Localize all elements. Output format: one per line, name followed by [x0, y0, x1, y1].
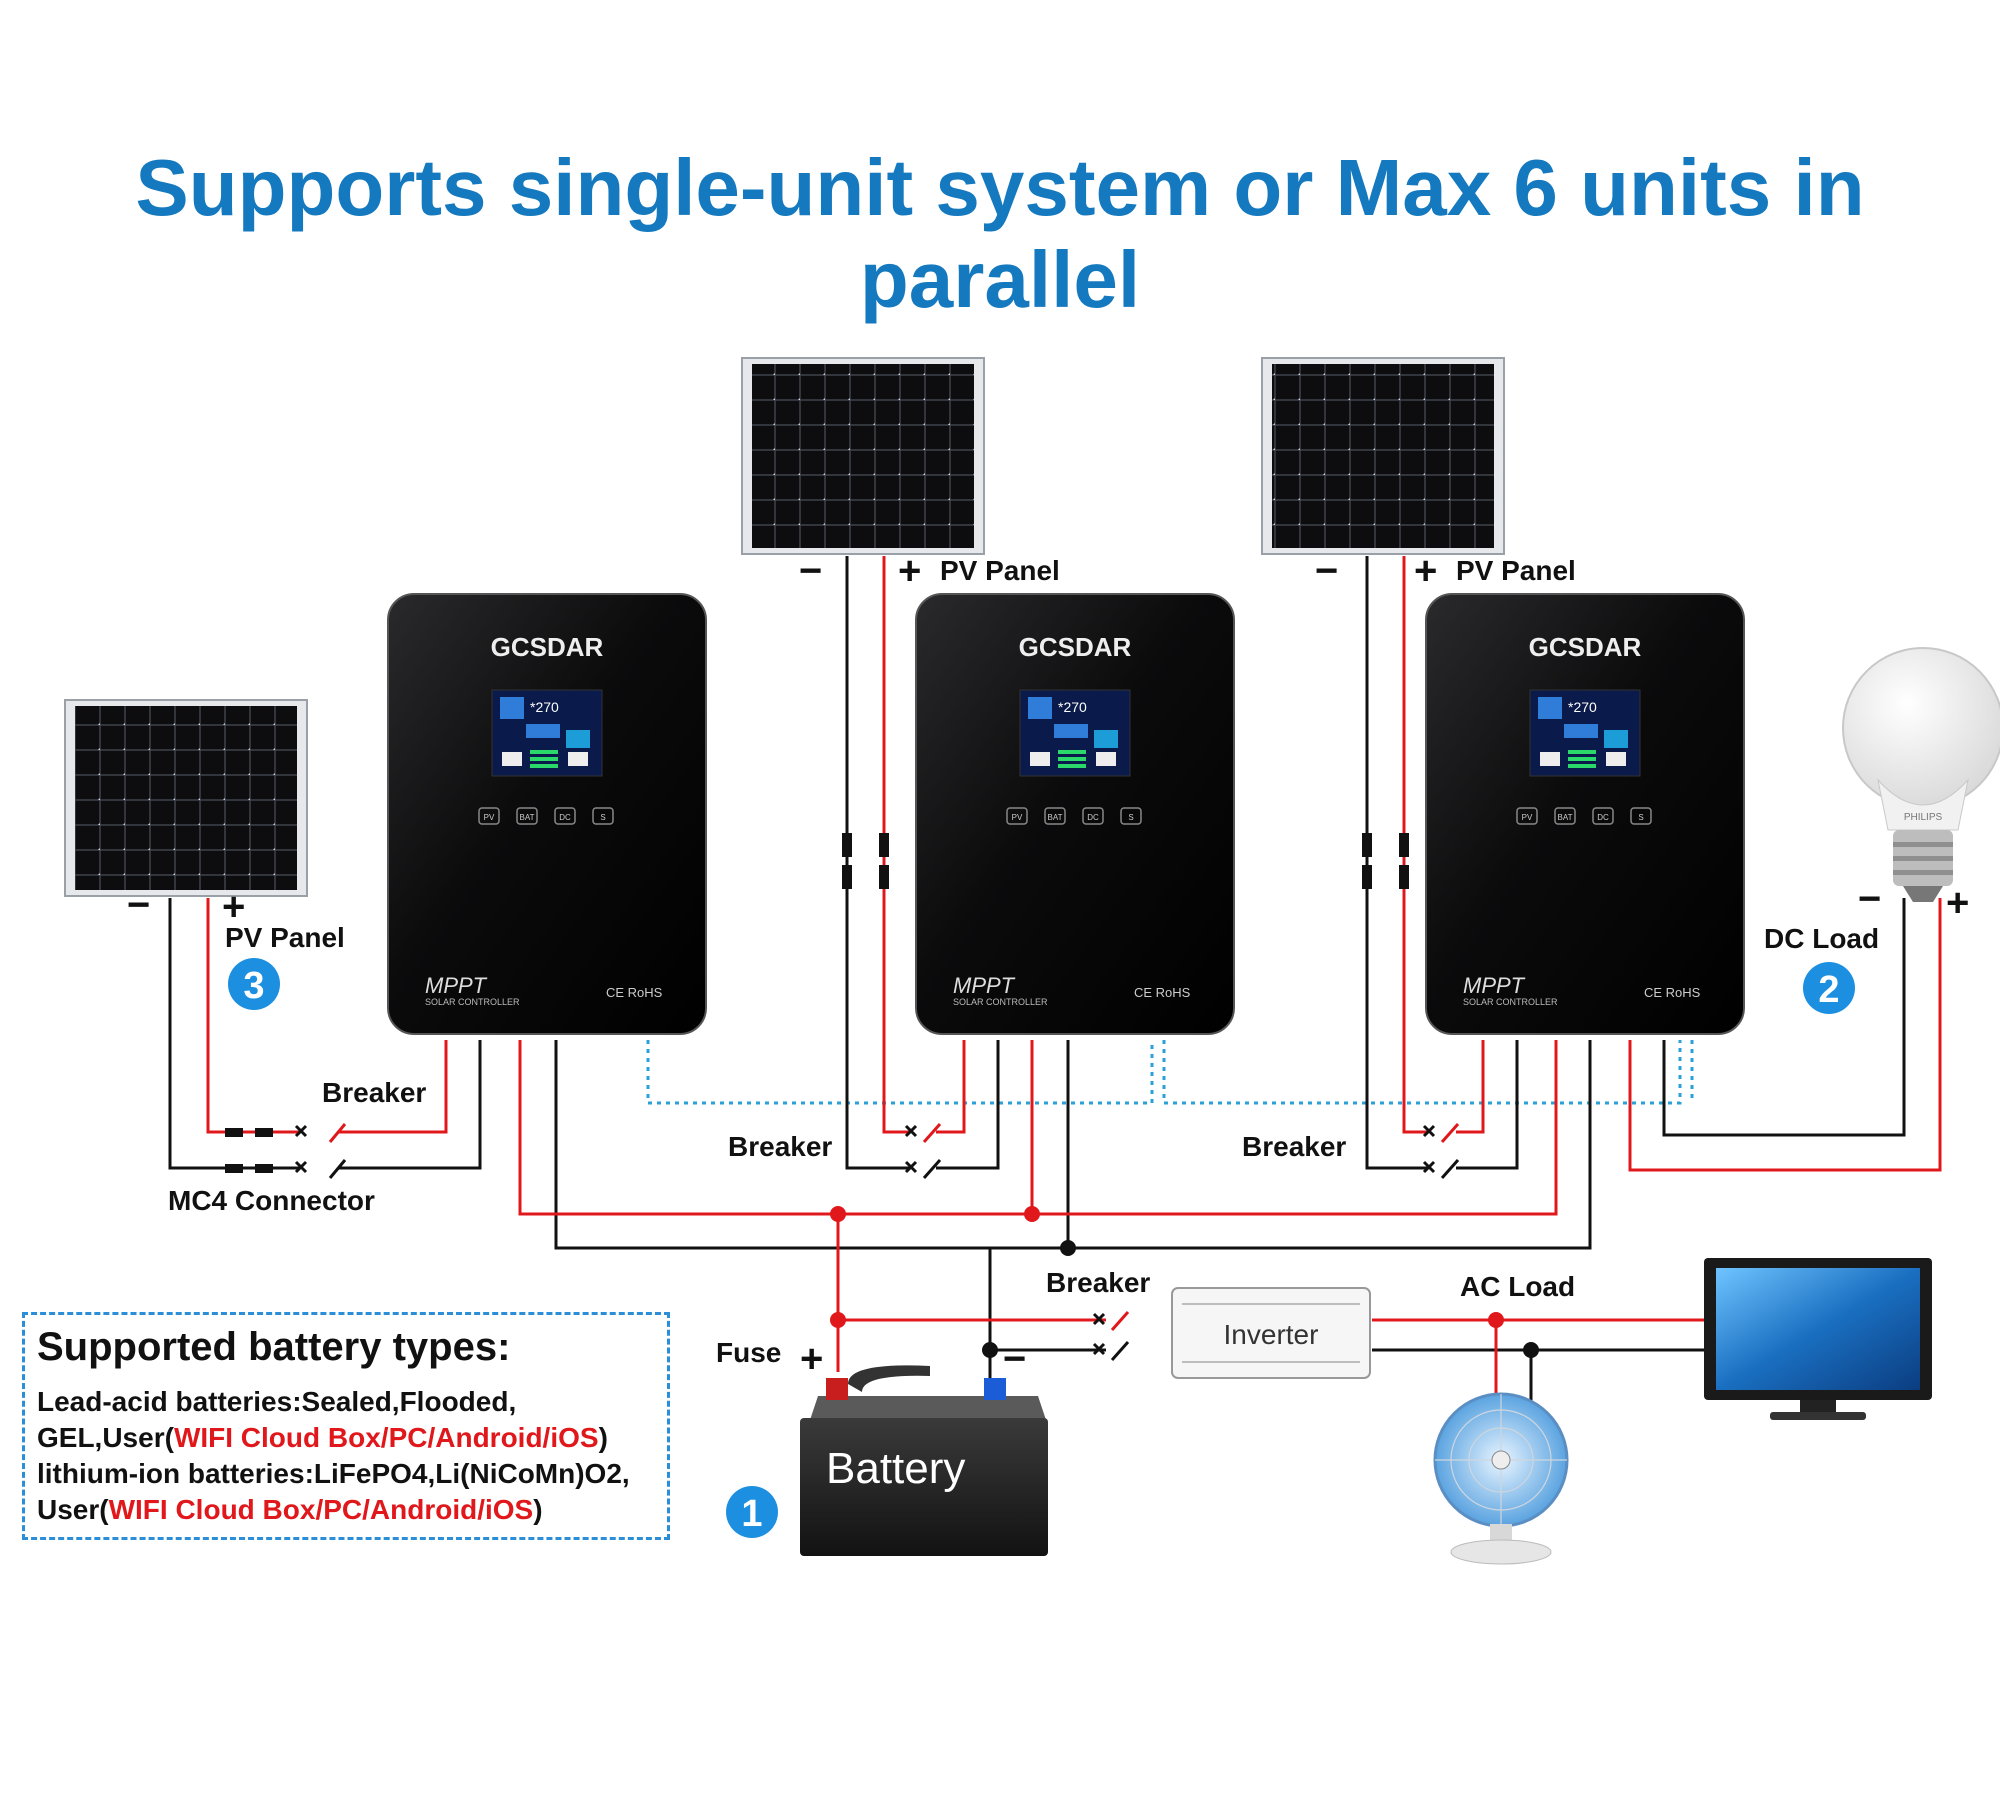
pv-panel-top-1: [741, 357, 985, 555]
pv-panel-label-3: PV Panel: [225, 922, 345, 953]
battery-label: Battery: [826, 1444, 965, 1493]
battery-types-line-2: GEL,User(WIFI Cloud Box/PC/Android/iOS): [37, 1420, 655, 1456]
minus-sign: −: [799, 549, 822, 593]
mc4-connectors: [225, 833, 1409, 1173]
breaker-label-4: Breaker: [1046, 1267, 1150, 1298]
fan-icon: [1433, 1392, 1569, 1565]
controller-brand: GCSDAR: [1019, 632, 1132, 662]
minus-sign: −: [1315, 549, 1338, 593]
page-title: Supports single-unit system or Max 6 uni…: [135, 143, 1865, 324]
breaker-label-3: Breaker: [1242, 1131, 1346, 1162]
mc4-connector-label: MC4 Connector: [168, 1185, 375, 1216]
svg-text:*270: *270: [1058, 699, 1087, 715]
controller-sub: SOLAR CONTROLLER: [1463, 997, 1558, 1007]
svg-text:*270: *270: [1568, 699, 1597, 715]
tv-monitor-icon: [1704, 1258, 1932, 1420]
lithium-user: User(: [37, 1494, 109, 1525]
controller-model: MPPT: [953, 973, 1016, 998]
button-s: S: [600, 813, 605, 822]
light-bulb-icon: PHILIPS: [1842, 647, 2000, 902]
controller-cert: CE RoHS: [606, 985, 663, 1000]
battery-types-line-1: Lead-acid batteries:Sealed,Flooded,: [37, 1386, 517, 1417]
plus-sign: +: [800, 1337, 823, 1381]
bulb-brand: PHILIPS: [1904, 812, 1943, 823]
button-pv: PV: [484, 813, 495, 822]
app-support-text: WIFI Cloud Box/PC/Android/iOS: [108, 1494, 534, 1525]
controller-model: MPPT: [425, 973, 488, 998]
button-s: S: [1128, 813, 1133, 822]
button-s: S: [1638, 813, 1643, 822]
controller-2: GCSDAR *270 PV BAT DC S MPPT SOLAR CONTR…: [915, 593, 1235, 1035]
controller-sub: SOLAR CONTROLLER: [953, 997, 1048, 1007]
breaker-label-1: Breaker: [322, 1077, 426, 1108]
button-pv: PV: [1522, 813, 1533, 822]
junction-dots: [830, 1206, 1539, 1358]
plus-sign: +: [1414, 549, 1437, 593]
pv-panel-label-2: PV Panel: [1456, 555, 1576, 586]
button-bat: BAT: [520, 813, 535, 822]
pv-panel-label-1: PV Panel: [940, 555, 1060, 586]
plus-sign: +: [898, 549, 921, 593]
battery-types-line-4: User(WIFI Cloud Box/PC/Android/iOS): [37, 1492, 655, 1528]
badge-number: 2: [1818, 969, 1839, 1011]
pv-panel-left: [64, 699, 308, 897]
svg-text:*270: *270: [530, 699, 559, 715]
inverter-box: Inverter: [1171, 1287, 1371, 1379]
badge-number: 3: [243, 965, 264, 1007]
badge-number: 1: [741, 1493, 762, 1535]
app-support-text: WIFI Cloud Box/PC/Android/iOS: [173, 1422, 599, 1453]
fuse-label: Fuse: [716, 1337, 781, 1368]
badge-3: 3: [228, 958, 280, 1010]
battery-types-box: Supported battery types: Lead-acid batte…: [22, 1312, 670, 1540]
controller-3: GCSDAR *270 PV BAT DC S MPPT SOLAR CONTR…: [1425, 593, 1745, 1035]
close-paren: ): [533, 1494, 543, 1525]
minus-sign: −: [1003, 1337, 1026, 1381]
button-bat: BAT: [1558, 813, 1573, 822]
minus-sign: −: [127, 883, 150, 927]
ac-load-label: AC Load: [1460, 1271, 1575, 1302]
pv-panel-top-2: [1261, 357, 1505, 555]
badge-2: 2: [1803, 962, 1855, 1014]
button-dc: DC: [1087, 813, 1099, 822]
controller-cert: CE RoHS: [1644, 985, 1701, 1000]
controller-cert: CE RoHS: [1134, 985, 1191, 1000]
button-dc: DC: [559, 813, 571, 822]
button-pv: PV: [1012, 813, 1023, 822]
controller-1: GCSDAR *270 PV BAT DC S MPPT SOLAR CONTR…: [387, 593, 707, 1035]
minus-sign: −: [1858, 877, 1881, 921]
controller-brand: GCSDAR: [491, 632, 604, 662]
inverter-label: Inverter: [1224, 1319, 1319, 1350]
plus-sign: +: [1946, 881, 1969, 925]
battery-icon: Battery: [800, 1365, 1048, 1556]
button-dc: DC: [1597, 813, 1609, 822]
battery-types-heading: Supported battery types:: [37, 1325, 511, 1369]
lead-acid-user: GEL,User(: [37, 1422, 174, 1453]
controller-brand: GCSDAR: [1529, 632, 1642, 662]
breaker-symbols: [294, 1123, 1460, 1361]
plus-sign: +: [222, 885, 245, 929]
close-paren: ): [598, 1422, 608, 1453]
button-bat: BAT: [1048, 813, 1063, 822]
battery-types-line-3: lithium-ion batteries:LiFePO4,Li(NiCoMn)…: [37, 1458, 630, 1489]
breaker-label-2: Breaker: [728, 1131, 832, 1162]
comm-cable: [646, 1040, 1694, 1105]
controller-sub: SOLAR CONTROLLER: [425, 997, 520, 1007]
badge-1: 1: [726, 1486, 778, 1538]
dc-load-label: DC Load: [1764, 923, 1879, 954]
controller-model: MPPT: [1463, 973, 1526, 998]
